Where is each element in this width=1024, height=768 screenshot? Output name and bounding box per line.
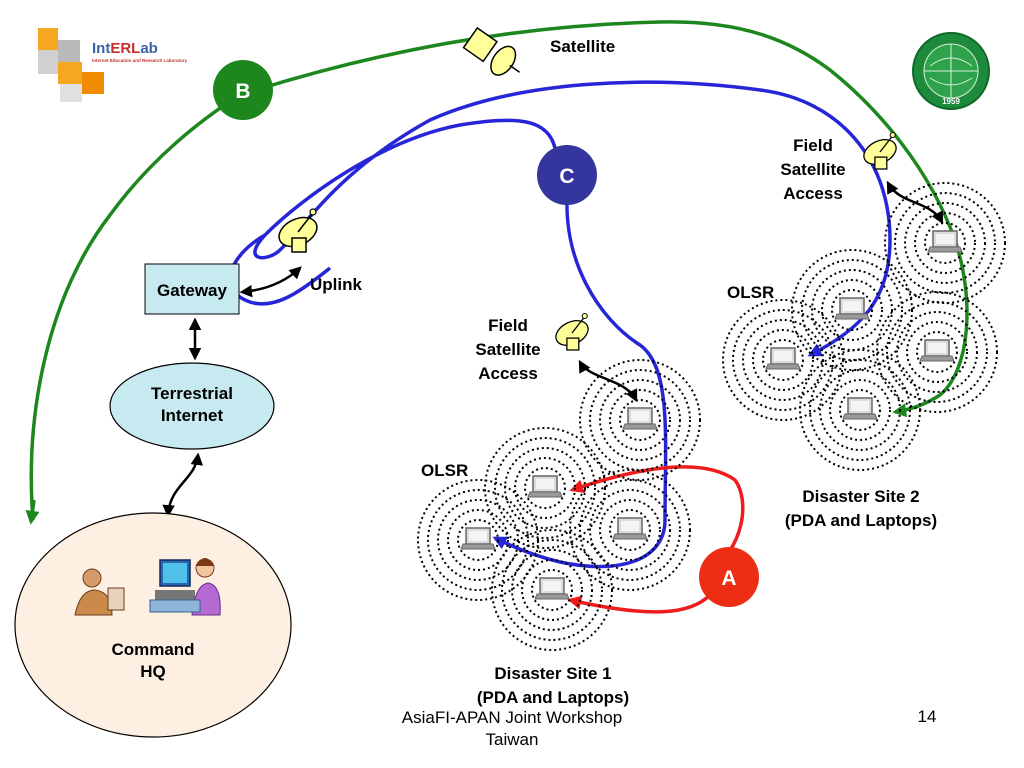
satellite-label: Satellite [550,37,615,56]
path-c-marker: C [537,145,597,205]
olsr-2-label: OLSR [727,283,774,302]
ait-seal: 1959 [912,32,990,110]
field-dish-2-icon [859,131,901,170]
laptop-icon [612,517,648,540]
laptop-icon [842,397,878,420]
field-access-2-line1: Field [793,136,833,155]
laptop-icon [534,577,570,600]
path-a-marker: A [699,547,759,607]
site1-label-line1: Disaster Site 1 [494,664,611,683]
hq-label-line2: HQ [140,662,166,681]
footer-line2: Taiwan [485,730,539,749]
disaster-site-1 [417,359,701,651]
internet-hq-arrow [162,452,204,518]
laptop-icon [622,407,658,430]
field-access-1-line1: Field [488,316,528,335]
field-access-1-line3: Access [478,364,538,383]
path-a-line [569,465,745,577]
site1-label-line2: (PDA and Laptops) [477,688,629,707]
laptop-icon [460,527,496,550]
site2-label-line1: Disaster Site 2 [802,487,919,506]
field-access-2-line2: Satellite [780,160,845,179]
logo-tagline: Internet Education and Research Laborato… [92,58,188,63]
path-c-loop [253,80,892,357]
olsr-1-label: OLSR [421,461,468,480]
field-access-2-line3: Access [783,184,843,203]
internet-cloud [109,362,275,450]
internet-label-line2: Internet [161,406,224,425]
field-dish-1-arrow [578,359,638,403]
path-c-gateway-loop [228,233,332,306]
uplink-dish-icon [273,208,323,253]
field-dish-1-icon [551,312,593,351]
uplink-label: Uplink [310,275,362,294]
laptop-icon [927,230,963,253]
field-dish-2-arrow [886,180,944,225]
gateway-label: Gateway [157,281,227,300]
laptop-icon [834,297,870,320]
path-c-label: C [559,165,574,188]
internet-label-line1: Terrestrial [151,384,233,403]
path-b-line [29,20,969,521]
gateway-box [144,263,240,315]
path-a-label: A [721,567,736,590]
path-b-marker: B [213,60,273,120]
laptop-icon [765,347,801,370]
logo-name: IntERLab [92,40,158,57]
hq-workers-icon [74,558,221,616]
site2-label-line2: (PDA and Laptops) [785,511,937,530]
laptop-icon [919,339,955,362]
footer-caption: AsiaFI-APAN Joint Workshop Taiwan [362,707,662,751]
path-a-lower [567,593,712,614]
satellite-icon [462,26,521,76]
path-b-start-arrow [25,499,40,525]
field-access-1-line2: Satellite [475,340,540,359]
seal-year: 1959 [942,97,960,106]
page-number: 14 [917,707,937,726]
interlab-logo: IntERLab Internet Education and Research… [38,28,188,102]
command-hq-ellipse [14,512,292,738]
gateway-uplink-arrow [239,266,302,298]
hq-label-line1: Command [111,640,194,659]
path-b-label: B [235,80,250,103]
footer-line1: AsiaFI-APAN Joint Workshop [401,708,623,727]
disaster-site-2 [722,182,1006,471]
laptop-icon [527,475,563,498]
